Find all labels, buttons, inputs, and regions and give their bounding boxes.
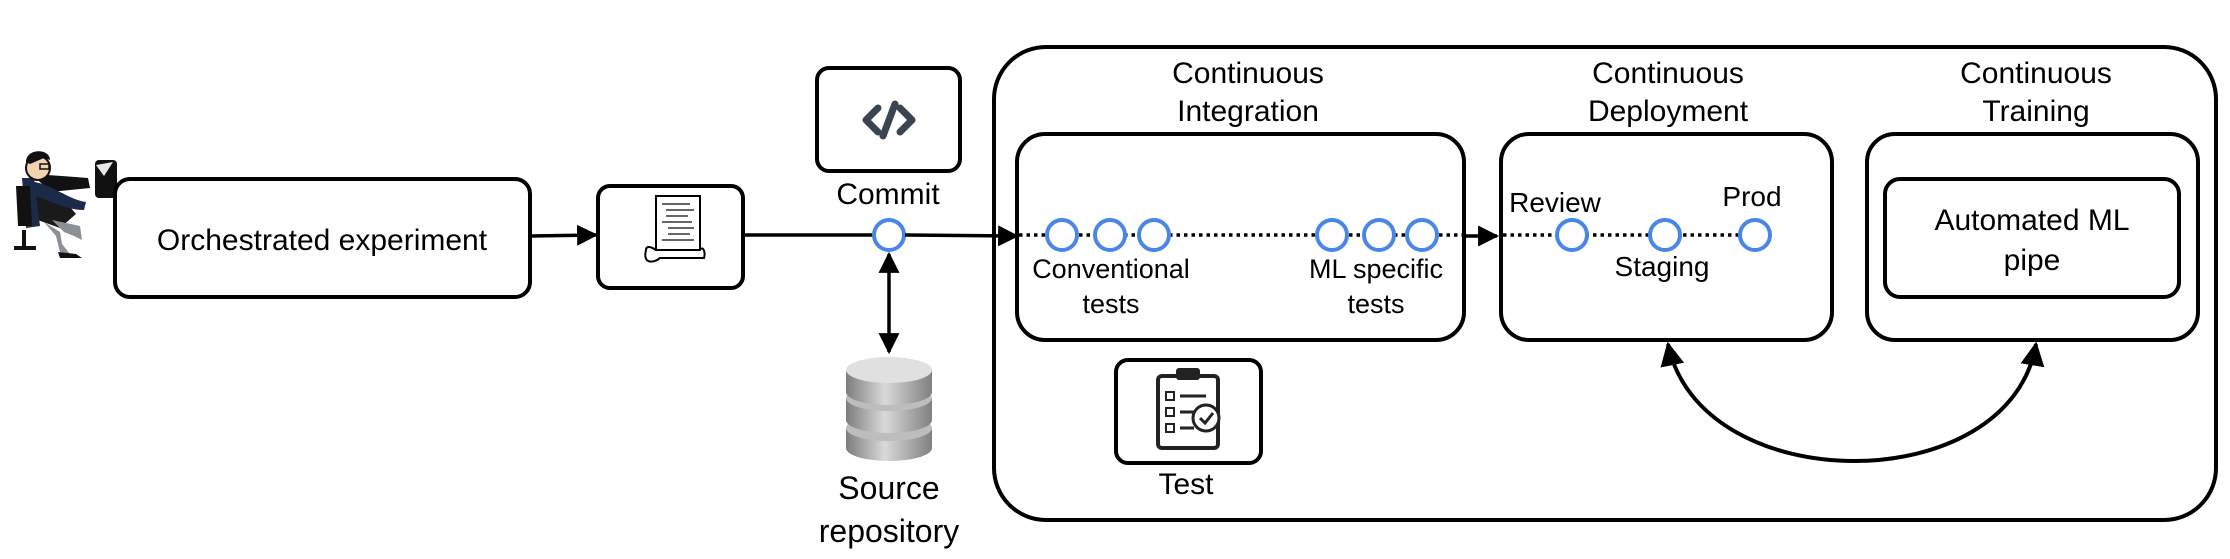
prod-label: Prod xyxy=(1722,181,1781,212)
staging-label: Staging xyxy=(1615,251,1710,282)
database-icon xyxy=(846,357,932,461)
cd-node-staging xyxy=(1648,218,1682,252)
source-repository-label-line1: Source xyxy=(838,470,939,506)
clipboard-checklist-icon xyxy=(1156,368,1221,450)
arrow-experiment-to-script xyxy=(529,224,599,246)
commit-code-box xyxy=(815,66,962,173)
source-repository-label-line2: repository xyxy=(819,513,960,549)
automated-ml-pipe-box xyxy=(1883,177,2181,299)
automated-ml-pipe-label-line2: pipe xyxy=(2004,244,2061,277)
code-icon xyxy=(862,100,916,140)
ci-node-conventional-2 xyxy=(1093,218,1127,252)
conventional-tests-label-line2: tests xyxy=(1082,289,1139,319)
ci-title-line2: Integration xyxy=(1177,95,1319,128)
ci-node-conventional-1 xyxy=(1045,218,1079,252)
ci-node-conventional-3 xyxy=(1137,218,1171,252)
conventional-tests-label-line1: Conventional xyxy=(1032,254,1190,284)
ci-node-ml-1 xyxy=(1315,218,1349,252)
ct-title-line2: Training xyxy=(1982,95,2089,128)
ci-node-ml-2 xyxy=(1362,218,1396,252)
curved-arrow-cd-ct xyxy=(1660,341,2045,463)
ci-cd-ct-container xyxy=(992,45,2218,522)
commit-node xyxy=(872,218,906,252)
ml-specific-tests-label-line1: ML specific xyxy=(1309,254,1443,284)
cd-node-prod xyxy=(1738,218,1772,252)
developer-icon xyxy=(14,151,117,258)
ci-title-line1: Continuous xyxy=(1172,57,1324,90)
cd-node-review xyxy=(1555,218,1589,252)
cd-title-line2: Deployment xyxy=(1588,95,1749,128)
commit-label: Commit xyxy=(836,178,940,211)
test-label: Test xyxy=(1158,468,1214,501)
review-label: Review xyxy=(1509,187,1602,218)
orchestrated-experiment-box xyxy=(113,177,532,299)
ci-node-ml-3 xyxy=(1405,218,1439,252)
arrow-commit-to-ci xyxy=(904,225,1020,247)
orchestrated-experiment-label: Orchestrated experiment xyxy=(157,224,488,257)
ct-box xyxy=(1865,132,2200,342)
automated-ml-pipe-label-line1: Automated ML xyxy=(1934,204,2129,237)
ct-title-line1: Continuous xyxy=(1960,57,2112,90)
cd-box xyxy=(1499,132,1834,342)
document-scroll-icon xyxy=(644,195,706,263)
ml-specific-tests-label-line2: tests xyxy=(1347,289,1404,319)
script-box xyxy=(596,184,745,290)
cd-title-line1: Continuous xyxy=(1592,57,1744,90)
test-box xyxy=(1114,358,1263,465)
